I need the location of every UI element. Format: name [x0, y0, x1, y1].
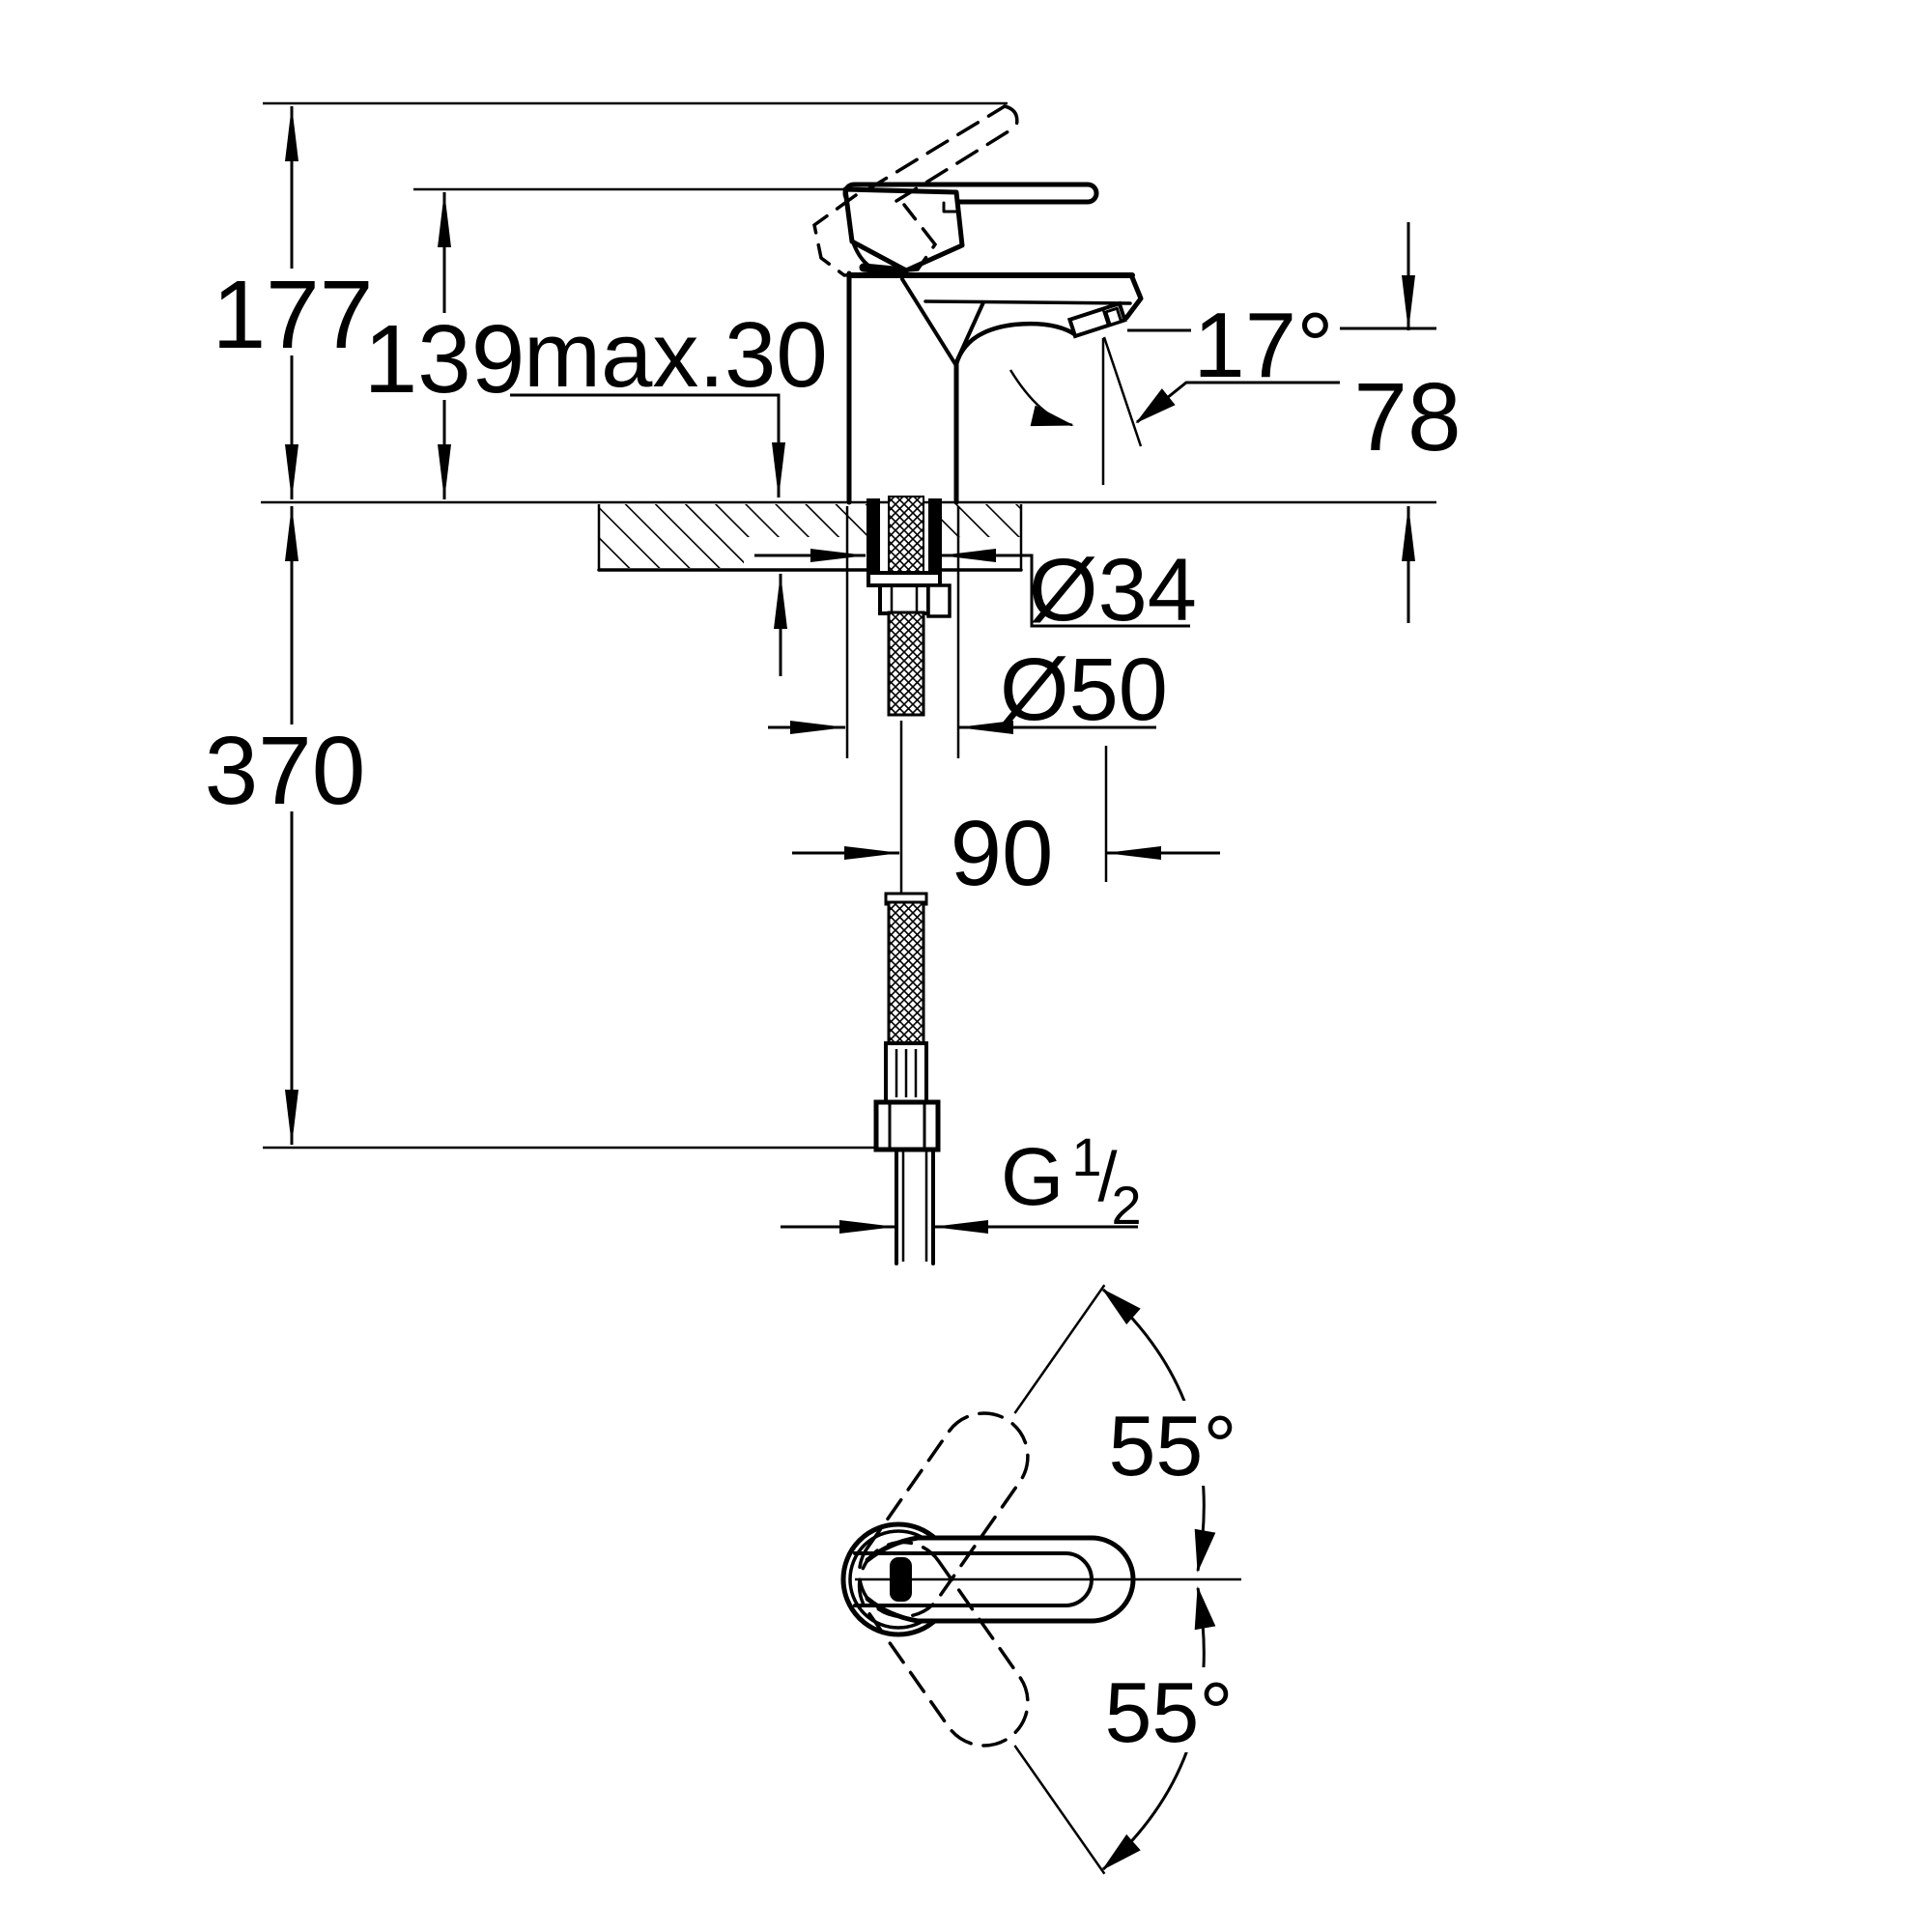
handle-swivel-upper-dashed — [857, 1284, 1106, 1619]
stream-angled-line — [1102, 336, 1143, 447]
dim-139-label: 139 — [364, 305, 526, 413]
dim-leader-17deg — [1135, 381, 1340, 424]
dim-max30-label: max.30 — [524, 303, 828, 407]
front-view-dimensions: 177 139 max.30 370 17° 78 — [205, 105, 1462, 1236]
shank-braid — [888, 496, 924, 575]
dim-370-label: 370 — [205, 717, 366, 825]
stream-v-lines — [900, 277, 985, 366]
mounting-step — [926, 583, 952, 618]
spout-tip-chamfer — [1123, 274, 1144, 321]
shank-wall-left — [867, 498, 880, 574]
shank-wall-right — [928, 498, 942, 574]
lever-handle — [842, 182, 1099, 276]
mounting-shank-and-hose — [867, 496, 952, 1265]
dim-177-label: 177 — [213, 261, 374, 369]
stream-direction-arrow — [1009, 369, 1074, 427]
spout-inner-line — [923, 299, 1132, 305]
dim-78-label: 78 — [1353, 363, 1461, 471]
dim-leader-max30 — [510, 393, 785, 498]
dim-dia50-label: Ø50 — [1000, 640, 1168, 739]
front-view: 177 139 max.30 370 17° 78 — [205, 101, 1462, 1265]
supply-hose-lower — [887, 900, 925, 1045]
handle-base — [842, 186, 965, 273]
lever-handle-raised-dashed — [812, 104, 1019, 277]
hose-hex-nut — [873, 1099, 941, 1152]
handle-swivel-lower-dashed — [857, 1540, 1106, 1875]
mounting-nut — [878, 583, 930, 615]
dim-line-dia34-right — [940, 549, 1190, 628]
aerator — [1066, 300, 1127, 339]
dim-55deg-upper-label: 55° — [1108, 1398, 1236, 1493]
dim-55deg-lower-label: 55° — [1104, 1664, 1233, 1760]
top-view: 55° 55° — [840, 1284, 1243, 1875]
dim-17deg-label: 17° — [1193, 294, 1333, 397]
dim-dia34-label: Ø34 — [1029, 541, 1197, 639]
faucet-body — [846, 270, 1144, 505]
connection-tailpipe — [895, 1148, 935, 1265]
dim-90-label: 90 — [951, 802, 1054, 905]
spout-underside-curve — [953, 321, 1079, 367]
supply-hose-upper — [887, 611, 925, 717]
counter-slab — [597, 504, 1024, 572]
